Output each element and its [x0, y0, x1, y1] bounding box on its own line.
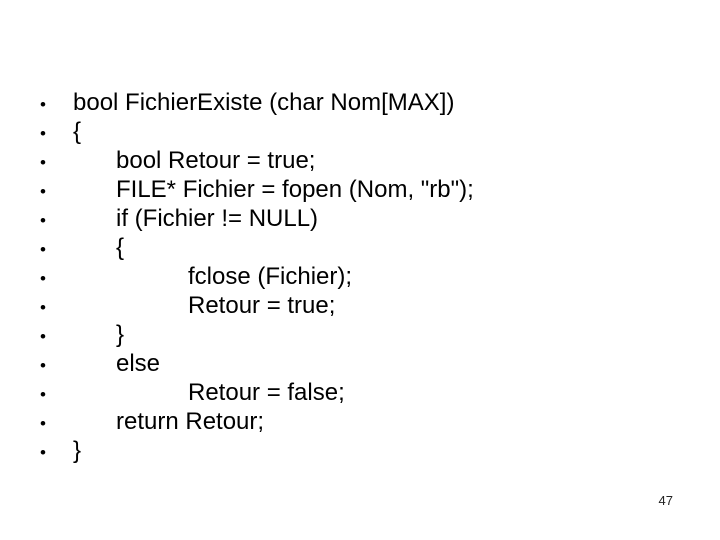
code-line: • }	[0, 436, 720, 465]
code-line: • FILE* Fichier = fopen (Nom, "rb");	[0, 175, 720, 204]
bullet-icon: •	[40, 414, 46, 433]
bullet-icon: •	[40, 298, 46, 317]
code-line: • }	[0, 320, 720, 349]
code-line-text: FILE* Fichier = fopen (Nom, "rb");	[116, 176, 474, 203]
code-line: • bool Retour = true;	[0, 146, 720, 175]
bullet-icon: •	[40, 124, 46, 143]
code-line: • {	[0, 233, 720, 262]
code-line: • if (Fichier != NULL)	[0, 204, 720, 233]
code-list: • bool FichierExiste (char Nom[MAX]) • {…	[0, 88, 720, 465]
code-line: • else	[0, 349, 720, 378]
code-line-text: else	[116, 350, 161, 377]
code-line: • Retour = false;	[0, 378, 720, 407]
code-line-text: bool Retour = true;	[116, 147, 316, 174]
bullet-icon: •	[40, 240, 46, 259]
code-line-text: Retour = true;	[188, 292, 336, 319]
code-line: • Retour = true;	[0, 291, 720, 320]
code-line-text: {	[116, 234, 125, 261]
bullet-icon: •	[40, 269, 46, 288]
code-line-text: {	[73, 118, 82, 145]
bullet-icon: •	[40, 153, 46, 172]
bullet-icon: •	[40, 356, 46, 375]
code-line-text: Retour = false;	[188, 379, 345, 406]
bullet-icon: •	[40, 182, 46, 201]
bullet-icon: •	[40, 211, 46, 230]
code-line-text: }	[73, 437, 82, 464]
code-line-text: fclose (Fichier);	[188, 263, 353, 290]
bullet-icon: •	[40, 327, 46, 346]
code-line-text: return Retour;	[116, 408, 265, 435]
code-line: • {	[0, 117, 720, 146]
bullet-icon: •	[40, 385, 46, 404]
bullet-icon: •	[40, 95, 46, 114]
code-line-text: if (Fichier != NULL)	[116, 205, 319, 232]
code-line-text: bool FichierExiste (char Nom[MAX])	[73, 89, 455, 116]
bullet-icon: •	[40, 443, 46, 462]
page-number: 47	[658, 493, 673, 508]
code-line: • fclose (Fichier);	[0, 262, 720, 291]
code-line-text: }	[116, 321, 125, 348]
code-line: • return Retour;	[0, 407, 720, 436]
code-line: • bool FichierExiste (char Nom[MAX])	[0, 88, 720, 117]
